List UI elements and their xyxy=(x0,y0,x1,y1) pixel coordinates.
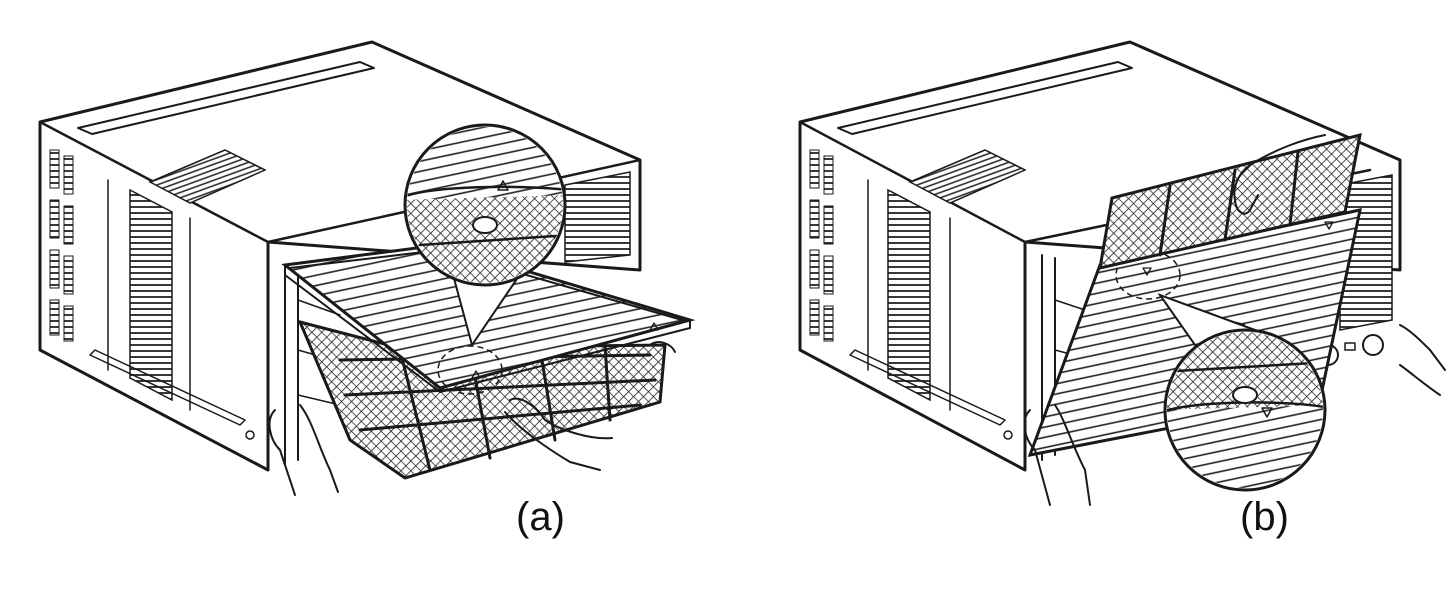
panel-a: (a) xyxy=(38,40,696,539)
hand-icon xyxy=(268,341,676,496)
hand-icon xyxy=(1023,134,1446,506)
panel-b-caption: (b) xyxy=(1240,495,1289,539)
side-louvers xyxy=(49,149,191,411)
top-vent-icon xyxy=(148,149,267,204)
air-conditioner-unit xyxy=(38,40,642,472)
magnifier-callout xyxy=(403,123,567,348)
top-vent-icon xyxy=(908,149,1027,204)
air-filter xyxy=(1098,132,1362,270)
triangle-mark-icon xyxy=(497,180,509,191)
panel-b: (b) xyxy=(798,40,1446,539)
triangle-mark-icon xyxy=(649,322,659,331)
front-louvers xyxy=(564,171,631,263)
triangle-mark-icon xyxy=(1324,221,1334,230)
triangle-mark-icon xyxy=(471,370,481,379)
panel-a-caption: (a) xyxy=(516,495,565,539)
triangle-mark-icon xyxy=(1261,407,1273,418)
triangle-mark-icon xyxy=(1142,267,1152,276)
side-louvers xyxy=(809,149,951,411)
